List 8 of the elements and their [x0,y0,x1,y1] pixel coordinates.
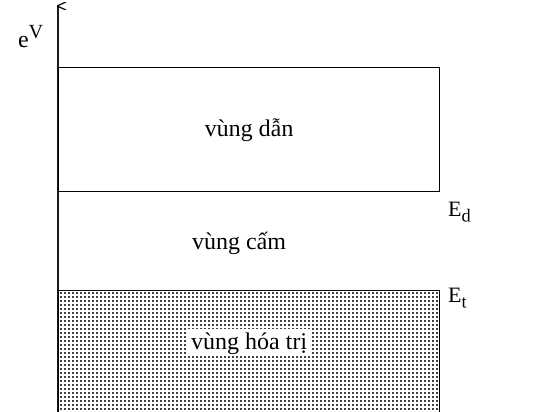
axis-label: e$^{V}$ [18,22,44,52]
valence-band-box [58,290,440,412]
conduction-band-box [58,67,440,192]
energy-level-label: E$_{d}$ [448,198,471,225]
energy-level-label: E$_{t}$ [448,284,467,311]
band-label: vùng hóa trị [187,329,311,356]
band-gap-label: vùng cấm [192,230,286,254]
band-label: vùng dẫn [204,116,294,143]
